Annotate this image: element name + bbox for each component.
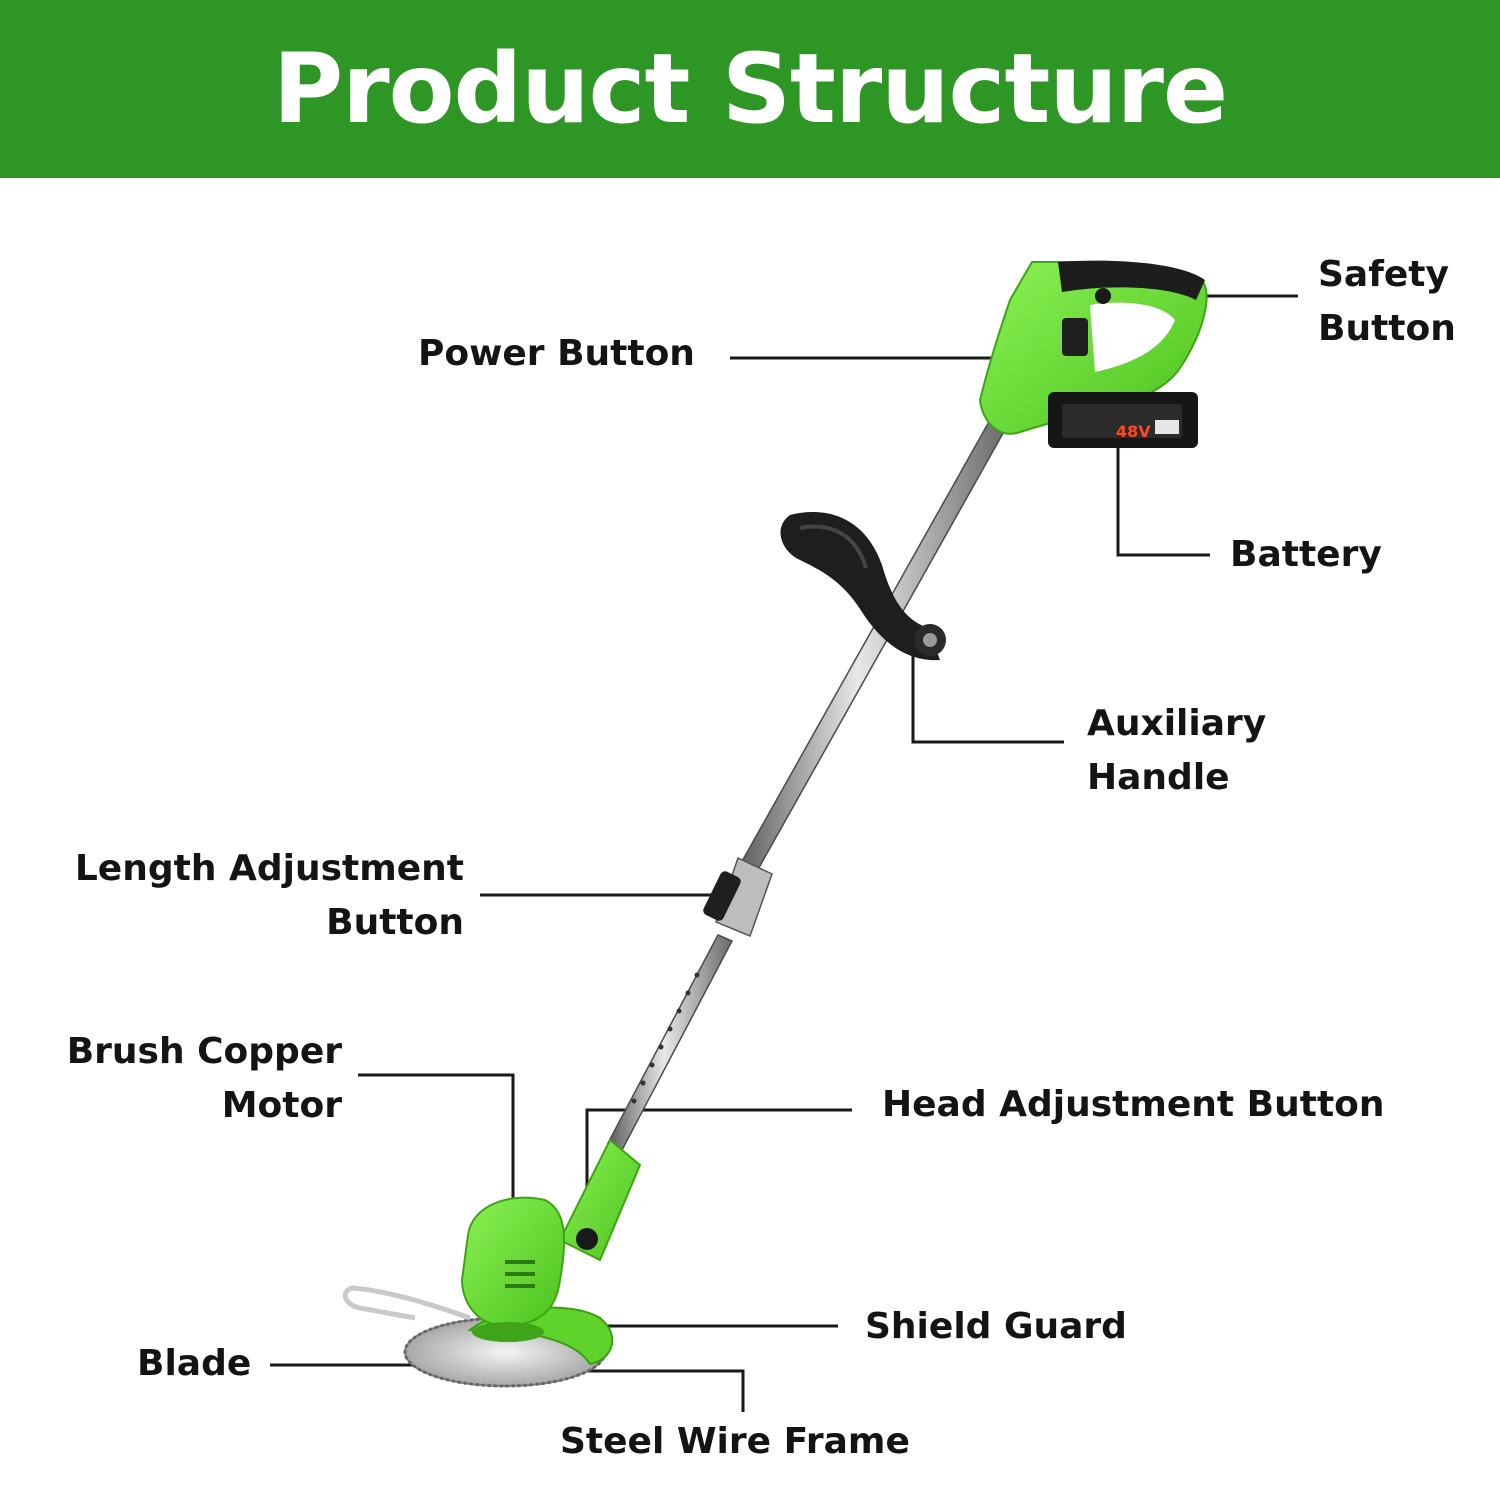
trimmer-head [342,1138,642,1388]
lower-shaft [606,934,734,1151]
battery-voltage-label: 48V [1116,422,1151,441]
label-auxiliary-handle-line1: Auxiliary [1087,703,1267,744]
leader-battery [1116,448,1210,557]
label-shield-guard: Shield Guard [865,1306,1127,1347]
label-head-adjustment-button: Head Adjustment Button [882,1084,1385,1125]
leader-lines [270,294,1298,1412]
upper-shaft [734,419,1008,881]
label-safety-button-line2: Button [1318,308,1456,349]
header-banner [0,0,1500,178]
auxiliary-handle-shape [780,512,946,661]
label-blade: Blade [137,1343,252,1384]
label-brush-copper-motor-line1: Brush Copper [66,1031,342,1072]
label-safety-button-line1: Safety [1318,254,1449,295]
head-adjustment-button-dot [576,1228,598,1250]
label-power-button: Power Button [418,333,695,374]
label-battery: Battery [1230,534,1382,575]
label-length-adjustment-line2: Button [326,902,464,943]
label-length-adjustment-button: Length Adjustment Button [75,842,464,950]
leader-brush-copper-motor [358,1073,515,1222]
label-steel-wire-frame: Steel Wire Frame [560,1421,910,1462]
label-brush-copper-motor-line2: Motor [221,1085,342,1126]
safety-button-dot [1095,288,1111,304]
page-title: Product Structure [272,33,1228,145]
label-auxiliary-handle: Auxiliary Handle [1087,697,1266,805]
label-safety-button: Safety Button [1318,248,1456,356]
power-trigger [1062,318,1088,356]
label-auxiliary-handle-line2: Handle [1087,757,1230,798]
length-adjustment-button [703,871,741,921]
label-length-adjustment-line1: Length Adjustment [74,848,464,889]
handle-body [978,260,1208,435]
steel-wire-frame-shape [342,1285,471,1321]
leader-auxiliary-handle [911,655,1064,744]
label-brush-copper-motor: Brush Copper Motor [67,1025,342,1133]
battery-pack: 48V [1048,392,1198,448]
shaft [606,419,1008,1151]
